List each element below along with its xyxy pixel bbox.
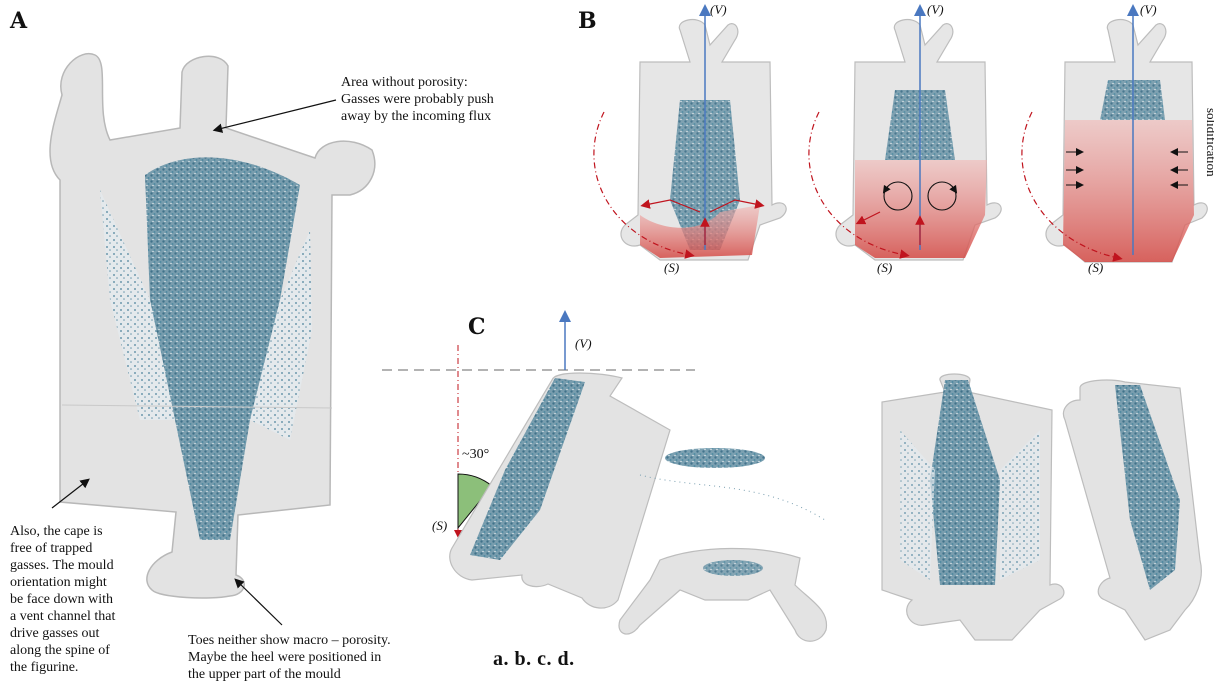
v-label-c: (V)	[575, 336, 592, 351]
s-label-2: (S)	[877, 260, 892, 275]
figurine-a	[50, 54, 375, 598]
v-label-1: (V)	[710, 2, 727, 17]
v-label-2: (V)	[927, 2, 944, 17]
v-label-3: (V)	[1140, 2, 1157, 17]
view-d	[1063, 380, 1201, 640]
s-label-c: (S)	[432, 518, 447, 533]
annotation-cape: Also, the cape is free of trapped gasses…	[10, 523, 138, 676]
angle-label: ~30°	[462, 447, 489, 462]
solidification-label: solidification	[1204, 108, 1214, 177]
stage-3	[1022, 10, 1207, 262]
pointer-toes	[236, 580, 282, 625]
annotation-top: Area without porosity: Gasses were proba…	[341, 74, 494, 125]
view-b	[619, 448, 827, 641]
caption: a. b. c. d.	[493, 648, 575, 671]
s-label-3: (S)	[1088, 260, 1103, 275]
stage-1	[594, 10, 786, 260]
s-label-1: (S)	[664, 260, 679, 275]
pointer-top	[215, 100, 336, 130]
view-c	[882, 374, 1064, 640]
annotation-toes: Toes neither show macro – porosity. Mayb…	[188, 632, 391, 683]
stage-2	[809, 10, 1001, 260]
